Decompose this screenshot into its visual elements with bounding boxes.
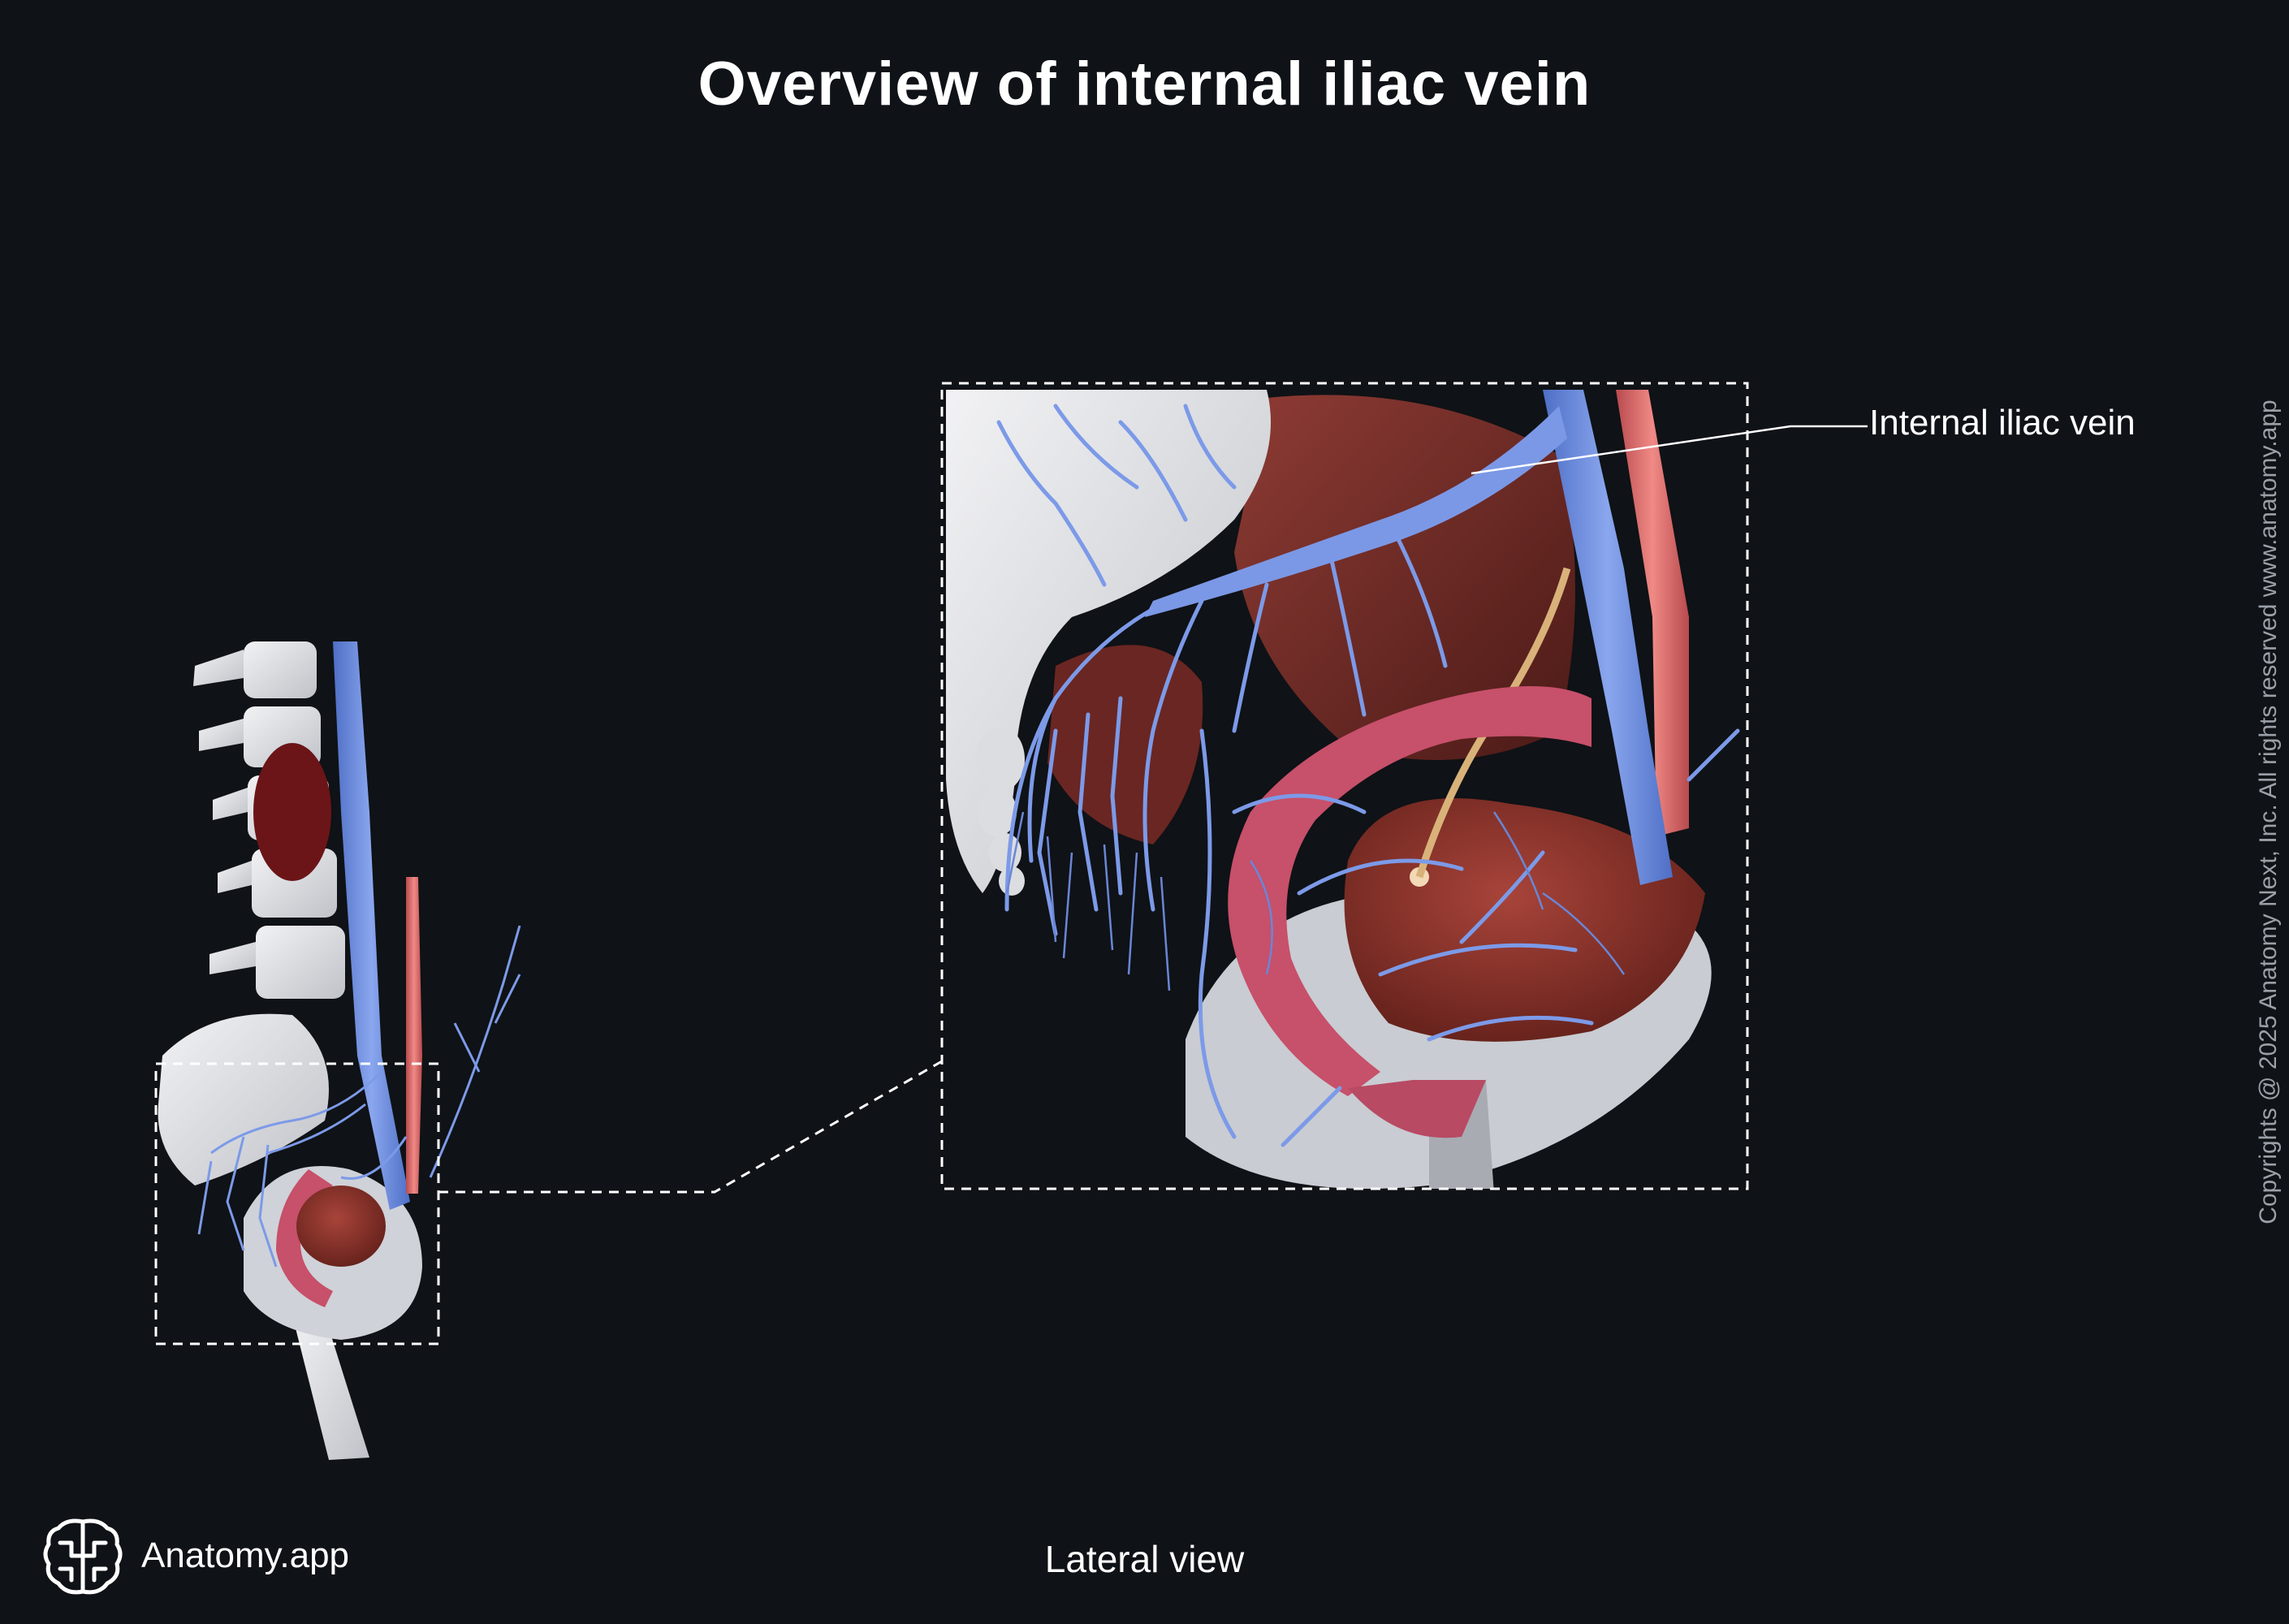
external-iliac-artery (1616, 390, 1689, 836)
brand-name: Anatomy.app (141, 1535, 350, 1575)
sacrum (158, 1013, 329, 1186)
rectum-detail (1228, 686, 1592, 1096)
overview-rectum (276, 1169, 333, 1307)
brain-logo-icon (43, 1518, 123, 1595)
copyright-notice: Copyrights @ 2025 Anatomy Next, Inc. All… (2255, 400, 2282, 1224)
internal-iliac-vein-leader (1471, 425, 1868, 475)
internal-iliac-vein-branch (1145, 406, 1567, 617)
label-internal-iliac-vein: Internal iliac vein (1869, 403, 2136, 443)
overview-iliac-artery (406, 877, 422, 1194)
muscle-lower (1047, 645, 1203, 844)
internal-iliac-vein-trunk (1543, 390, 1673, 885)
zoom-connector-line (438, 1060, 943, 1194)
femur-shaft (292, 1315, 369, 1460)
fine-venous-branches (1005, 811, 1626, 991)
overview-zoom-box (154, 1062, 440, 1345)
page-title: Overview of internal iliac vein (697, 50, 1592, 119)
coccyx (976, 727, 1025, 896)
kidney (253, 743, 331, 881)
sacrum-detail (946, 390, 1271, 893)
view-label: Lateral view (1044, 1538, 1245, 1580)
anal-canal (1348, 1080, 1486, 1138)
detail-figure (940, 382, 1868, 1190)
pelvic-venous-plexus (996, 404, 1740, 1147)
detail-zoom-box (940, 382, 1749, 1190)
brand[interactable]: Anatomy.app (41, 1515, 349, 1596)
overview-bladder (296, 1186, 386, 1267)
lumbar-vertebrae (193, 641, 345, 999)
overview-venous-plexus (197, 925, 521, 1268)
overview-figure (154, 641, 943, 1460)
brand-logo-spacer (41, 1515, 122, 1596)
overview-iliac-vein (333, 641, 410, 1210)
bladder-detail (1344, 798, 1705, 1042)
